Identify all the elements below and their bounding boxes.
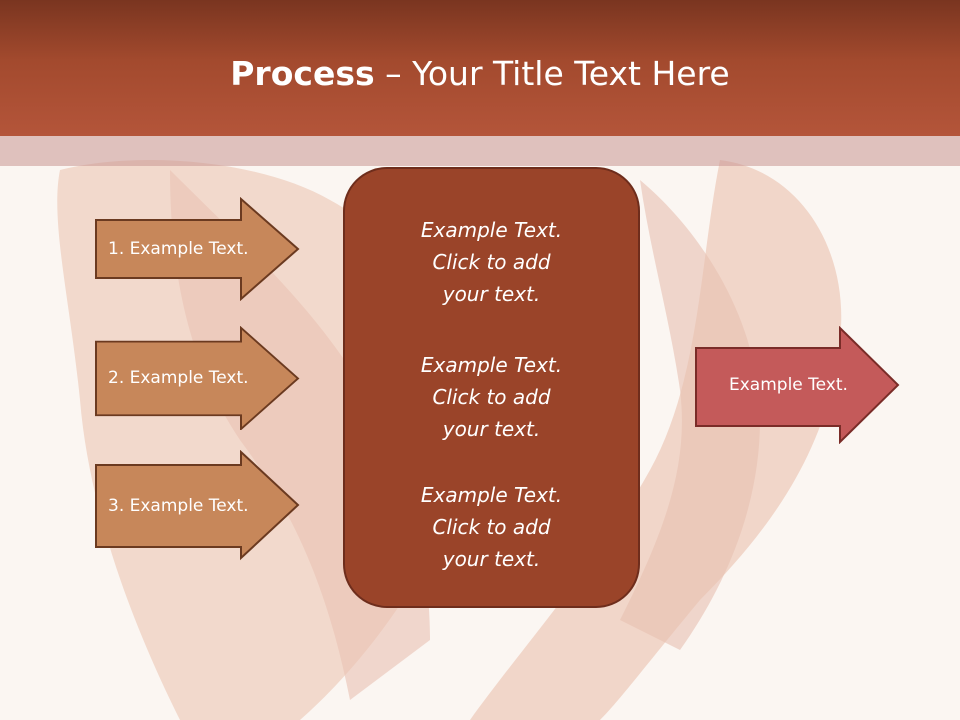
center-text-block-3: Example Text. Click to add your text. (345, 479, 638, 575)
arrow-right-shape (95, 326, 300, 430)
text-line: Example Text. (420, 353, 563, 377)
arrow-right-shape (95, 450, 300, 561)
text-line: Click to add (432, 385, 551, 409)
left-arrow-3[interactable]: 3. Example Text. (95, 450, 300, 562)
text-line: Click to add (432, 250, 551, 274)
text-line: your text. (442, 282, 541, 306)
slide-title[interactable]: Process – Your Title Text Here (0, 52, 960, 96)
left-arrow-label: 3. Example Text. (108, 496, 249, 516)
left-arrow-label: 1. Example Text. (108, 239, 249, 259)
right-arrow[interactable]: Example Text. (695, 326, 900, 444)
center-text-block-1: Example Text. Click to add your text. (345, 214, 638, 310)
left-arrow-label: 2. Example Text. (108, 368, 249, 388)
title-rest: – Your Title Text Here (374, 54, 730, 93)
center-text-box[interactable]: Example Text. Click to add your text. Ex… (343, 167, 640, 608)
title-band (0, 136, 960, 166)
text-line: your text. (442, 547, 541, 571)
text-line: Example Text. (420, 483, 563, 507)
left-arrow-1[interactable]: 1. Example Text. (95, 197, 300, 301)
center-text-block-2: Example Text. Click to add your text. (345, 349, 638, 445)
title-bar (0, 0, 960, 136)
text-line: your text. (442, 417, 541, 441)
arrow-right-shape (95, 197, 300, 301)
right-arrow-label: Example Text. (729, 375, 848, 395)
left-arrow-2[interactable]: 2. Example Text. (95, 326, 300, 430)
title-bold: Process (230, 54, 375, 93)
text-line: Example Text. (420, 218, 563, 242)
text-line: Click to add (432, 515, 551, 539)
arrow-right-shape (695, 326, 900, 444)
